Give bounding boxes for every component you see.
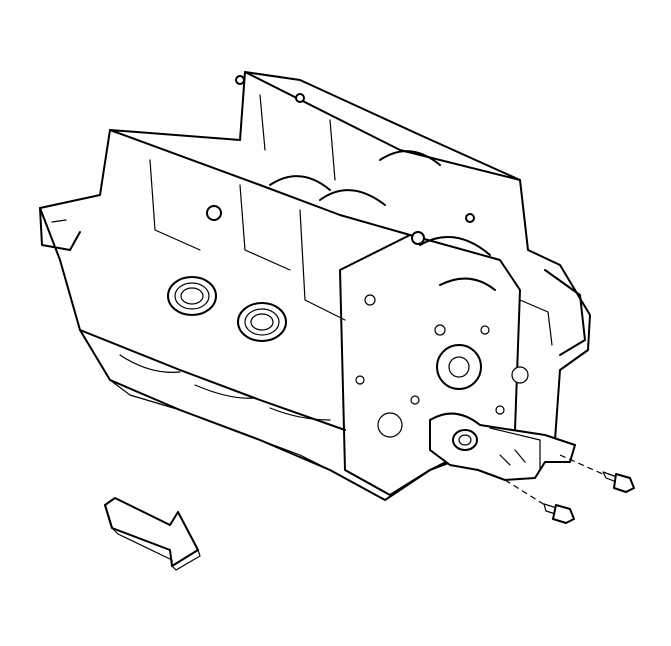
cylinder-bore	[167, 276, 217, 316]
cylinder-bore	[237, 302, 287, 342]
bolt	[602, 471, 635, 493]
install-guide-line	[559, 454, 606, 476]
front-direction-arrow	[104, 497, 201, 571]
crankshaft-position-sensor	[429, 412, 576, 481]
bolt	[543, 503, 575, 524]
install-guide-line	[504, 479, 546, 506]
engine-block	[39, 71, 591, 501]
